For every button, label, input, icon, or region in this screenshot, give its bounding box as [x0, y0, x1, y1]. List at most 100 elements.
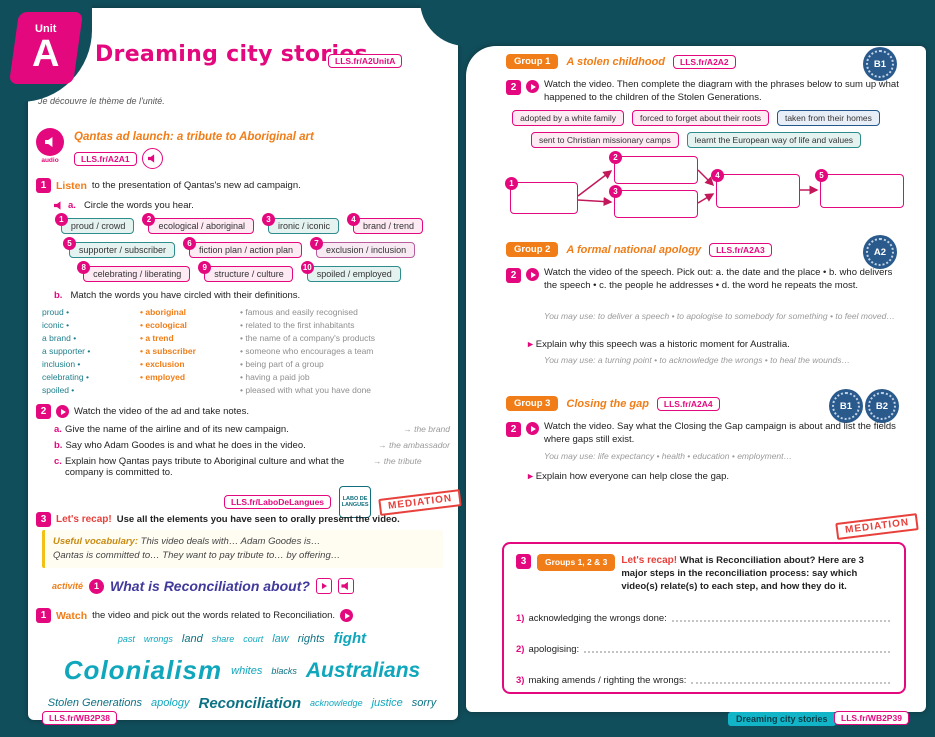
- group-2-hint: You may use: to deliver a speech • to ap…: [544, 311, 895, 321]
- answer-line[interactable]: [584, 641, 890, 653]
- item-letter: b.: [54, 440, 63, 451]
- cloud-word: past: [117, 633, 135, 644]
- item-hint: → the ambassador: [378, 440, 450, 450]
- cloud-word: justice: [371, 697, 403, 710]
- exercise-number: 1: [36, 178, 51, 193]
- phrase-card: sent to Christian missionary camps: [530, 132, 679, 148]
- phrase-card: learnt the European way of life and valu…: [686, 132, 862, 148]
- phrase-card: adopted by a white family: [512, 110, 624, 126]
- cloud-word: Stolen Generations: [47, 697, 142, 710]
- match-definition: • related to the first inhabitants: [240, 320, 355, 330]
- cloud-word: fight: [333, 630, 367, 648]
- recap-task: What is Reconciliation about? Here are 3…: [621, 555, 864, 592]
- match-definition: • famous and easily recognised: [240, 307, 358, 317]
- cefr-level-badge: B1: [866, 50, 894, 78]
- useful-vocabulary-box: Useful vocabulary: This video deals with…: [42, 530, 443, 568]
- diagram-box-3[interactable]: 3: [609, 185, 698, 218]
- match-word: spoiled •: [42, 385, 75, 395]
- vocab-line: Qantas is committed to… They want to pay…: [53, 550, 341, 561]
- unit-code-badge[interactable]: LLS.fr/A2UnitA: [328, 54, 403, 68]
- chip-number: 10: [300, 261, 314, 274]
- activity-number: 1: [89, 578, 105, 594]
- recap-item-text: apologising:: [528, 644, 580, 655]
- cloud-word: whites: [231, 664, 263, 677]
- phrase-card: forced to forget about their roots: [632, 110, 769, 126]
- play-icon[interactable]: [340, 609, 354, 622]
- audio-mini-icon[interactable]: [337, 578, 354, 594]
- chip-text: ecological / aboriginal: [158, 221, 245, 231]
- audio-title: Qantas ad launch: a tribute to Aborigina…: [74, 131, 314, 143]
- right-page-code-badge[interactable]: LLS.fr/WB2P39: [834, 711, 909, 725]
- play-icon[interactable]: [526, 422, 539, 435]
- match-words-column: proud • iconic • a brand • a supporter •…: [42, 306, 90, 397]
- chip-text: celebrating / liberating: [93, 269, 182, 279]
- chip-text: ironic / iconic: [278, 221, 331, 231]
- item-letter: b.: [54, 290, 63, 301]
- left-page-code-badge[interactable]: LLS.fr/WB2P38: [42, 711, 117, 725]
- item-text: Match the words you have circled with th…: [70, 290, 301, 301]
- intro-note: Je découvre le thème de l'unité.: [38, 96, 165, 106]
- chip-number: 4: [347, 213, 361, 226]
- cloud-word: share: [211, 633, 235, 644]
- stolen-generations-diagram: 1 2 3 4 5: [466, 151, 926, 234]
- exercise-verb: Listen: [56, 179, 87, 192]
- match-word: a brand •: [42, 333, 77, 343]
- match-word: iconic •: [42, 320, 70, 330]
- answer-line[interactable]: [691, 672, 890, 684]
- item-letter: a.: [54, 424, 62, 435]
- match-keyword: • a subscriber: [140, 346, 196, 356]
- match-word: proud •: [42, 307, 70, 317]
- diagram-box-1[interactable]: 1: [505, 177, 578, 214]
- exercise-number: 2: [506, 422, 521, 437]
- match-definition: • being part of a group: [240, 359, 324, 369]
- recap-item-number: 3): [516, 675, 525, 686]
- labo-stamp-line: LANGUES: [341, 502, 369, 508]
- item-text: Explain how Qantas pays tribute to Abori…: [64, 456, 345, 478]
- chip-number: 5: [62, 237, 76, 250]
- match-keyword: • ecological: [140, 320, 187, 330]
- speaker-icon: [147, 154, 155, 163]
- chip-text: structure / culture: [214, 269, 284, 279]
- group-2-pill: Group 2: [506, 242, 559, 257]
- play-icon[interactable]: [526, 80, 539, 93]
- activity-label: activité: [52, 581, 84, 591]
- match-word: a supporter •: [42, 346, 91, 356]
- phrase-card: taken from their homes: [776, 110, 880, 126]
- video-icon[interactable]: [315, 578, 332, 594]
- group-1-code-badge[interactable]: LLS.fr/A2A2: [673, 54, 736, 69]
- speaker-icon: [54, 201, 61, 210]
- diagram-box-5[interactable]: 5: [815, 169, 904, 208]
- lets-recap-label: Let's recap!: [621, 555, 678, 566]
- match-word: celebrating •: [42, 372, 89, 382]
- recap-item-text: acknowledging the wrongs done:: [528, 613, 667, 624]
- cloud-word: acknowledge: [310, 698, 363, 709]
- cefr-level-badge: B2: [868, 392, 896, 420]
- audio-code-badge[interactable]: LLS.fr/A2A1: [74, 151, 137, 166]
- match-definition: • having a paid job: [240, 372, 310, 382]
- group-2-code-badge[interactable]: LLS.fr/A2A3: [709, 242, 772, 257]
- mediation-stamp: MEDIATION: [835, 513, 920, 540]
- diagram-box-4[interactable]: 4: [711, 169, 800, 208]
- labo-code-badge[interactable]: LLS.fr/LaboDeLangues: [224, 495, 332, 509]
- item-text: Say who Adam Goodes is and what he does …: [65, 440, 306, 451]
- diagram-box-2[interactable]: 2: [609, 151, 698, 184]
- play-icon[interactable]: [56, 405, 69, 418]
- exercise-lead: to the presentation of Qantas's new ad c…: [91, 180, 301, 191]
- chip-number: 1: [54, 213, 68, 226]
- group-3-title: Closing the gap: [566, 397, 649, 410]
- unit-badge: Unit A: [8, 12, 84, 84]
- groups-pill: Groups 1, 2 & 3: [537, 554, 616, 571]
- phrase-cards-row: adopted by a white family forced to forg…: [466, 110, 926, 126]
- group-2-title: A formal national apology: [566, 243, 702, 256]
- play-icon[interactable]: [526, 268, 539, 281]
- chip-number: 3: [262, 213, 275, 226]
- match-keyword: • a trend: [140, 333, 174, 343]
- answer-line[interactable]: [671, 610, 890, 622]
- diagram-step-number: 5: [815, 169, 828, 182]
- group-3-code-badge[interactable]: LLS.fr/A2A4: [656, 396, 720, 411]
- cloud-word: rights: [297, 632, 325, 645]
